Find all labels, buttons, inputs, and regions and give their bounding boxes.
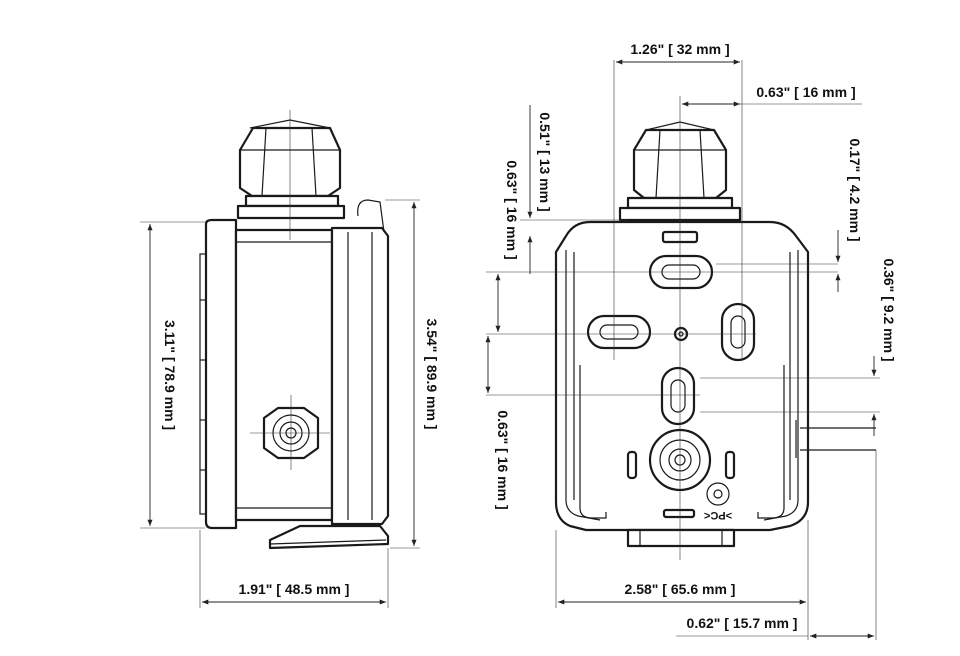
dim-front-offset-63-bottom: 0.63" [ 16 mm ] [495, 410, 511, 509]
side-cable [795, 420, 876, 458]
dim-front-gland-offset: 0.63" [ 16 mm ] [756, 84, 855, 100]
side-dimensions: 3.11" [ 78.9 mm ] 3.54" [ 89.9 mm ] 1.91… [140, 199, 440, 608]
dim-side-width: 1.91" [ 48.5 mm ] [239, 581, 350, 597]
dim-side-height-total: 3.54" [ 89.9 mm ] [424, 319, 440, 430]
pc-port-label: >PC< [704, 509, 732, 521]
side-enclosure [199, 199, 390, 550]
side-cable-gland [236, 119, 346, 220]
dim-front-cable-offset: 0.62" [ 15.7 mm ] [687, 615, 798, 631]
dim-front-offset-51: 0.51" [ 13 mm ] [537, 112, 553, 211]
pc-port: >PC< [704, 482, 732, 521]
dim-front-offset-63-top: 0.63" [ 16 mm ] [504, 160, 520, 259]
dim-front-offset-36: 0.36" [ 9.2 mm ] [881, 258, 897, 361]
dim-front-width: 2.58" [ 65.6 mm ] [625, 581, 736, 597]
front-view: >PC< [486, 60, 880, 560]
side-view [199, 110, 390, 550]
dim-front-top-spacing: 1.26" [ 32 mm ] [630, 41, 729, 57]
dim-front-offset-17: 0.17" [ 4.2 mm ] [847, 138, 863, 241]
front-dimensions: 1.26" [ 32 mm ] 0.63" [ 16 mm ] 0.51" [ … [485, 41, 897, 640]
dim-side-height-enclosure: 3.11" [ 78.9 mm ] [162, 320, 178, 430]
